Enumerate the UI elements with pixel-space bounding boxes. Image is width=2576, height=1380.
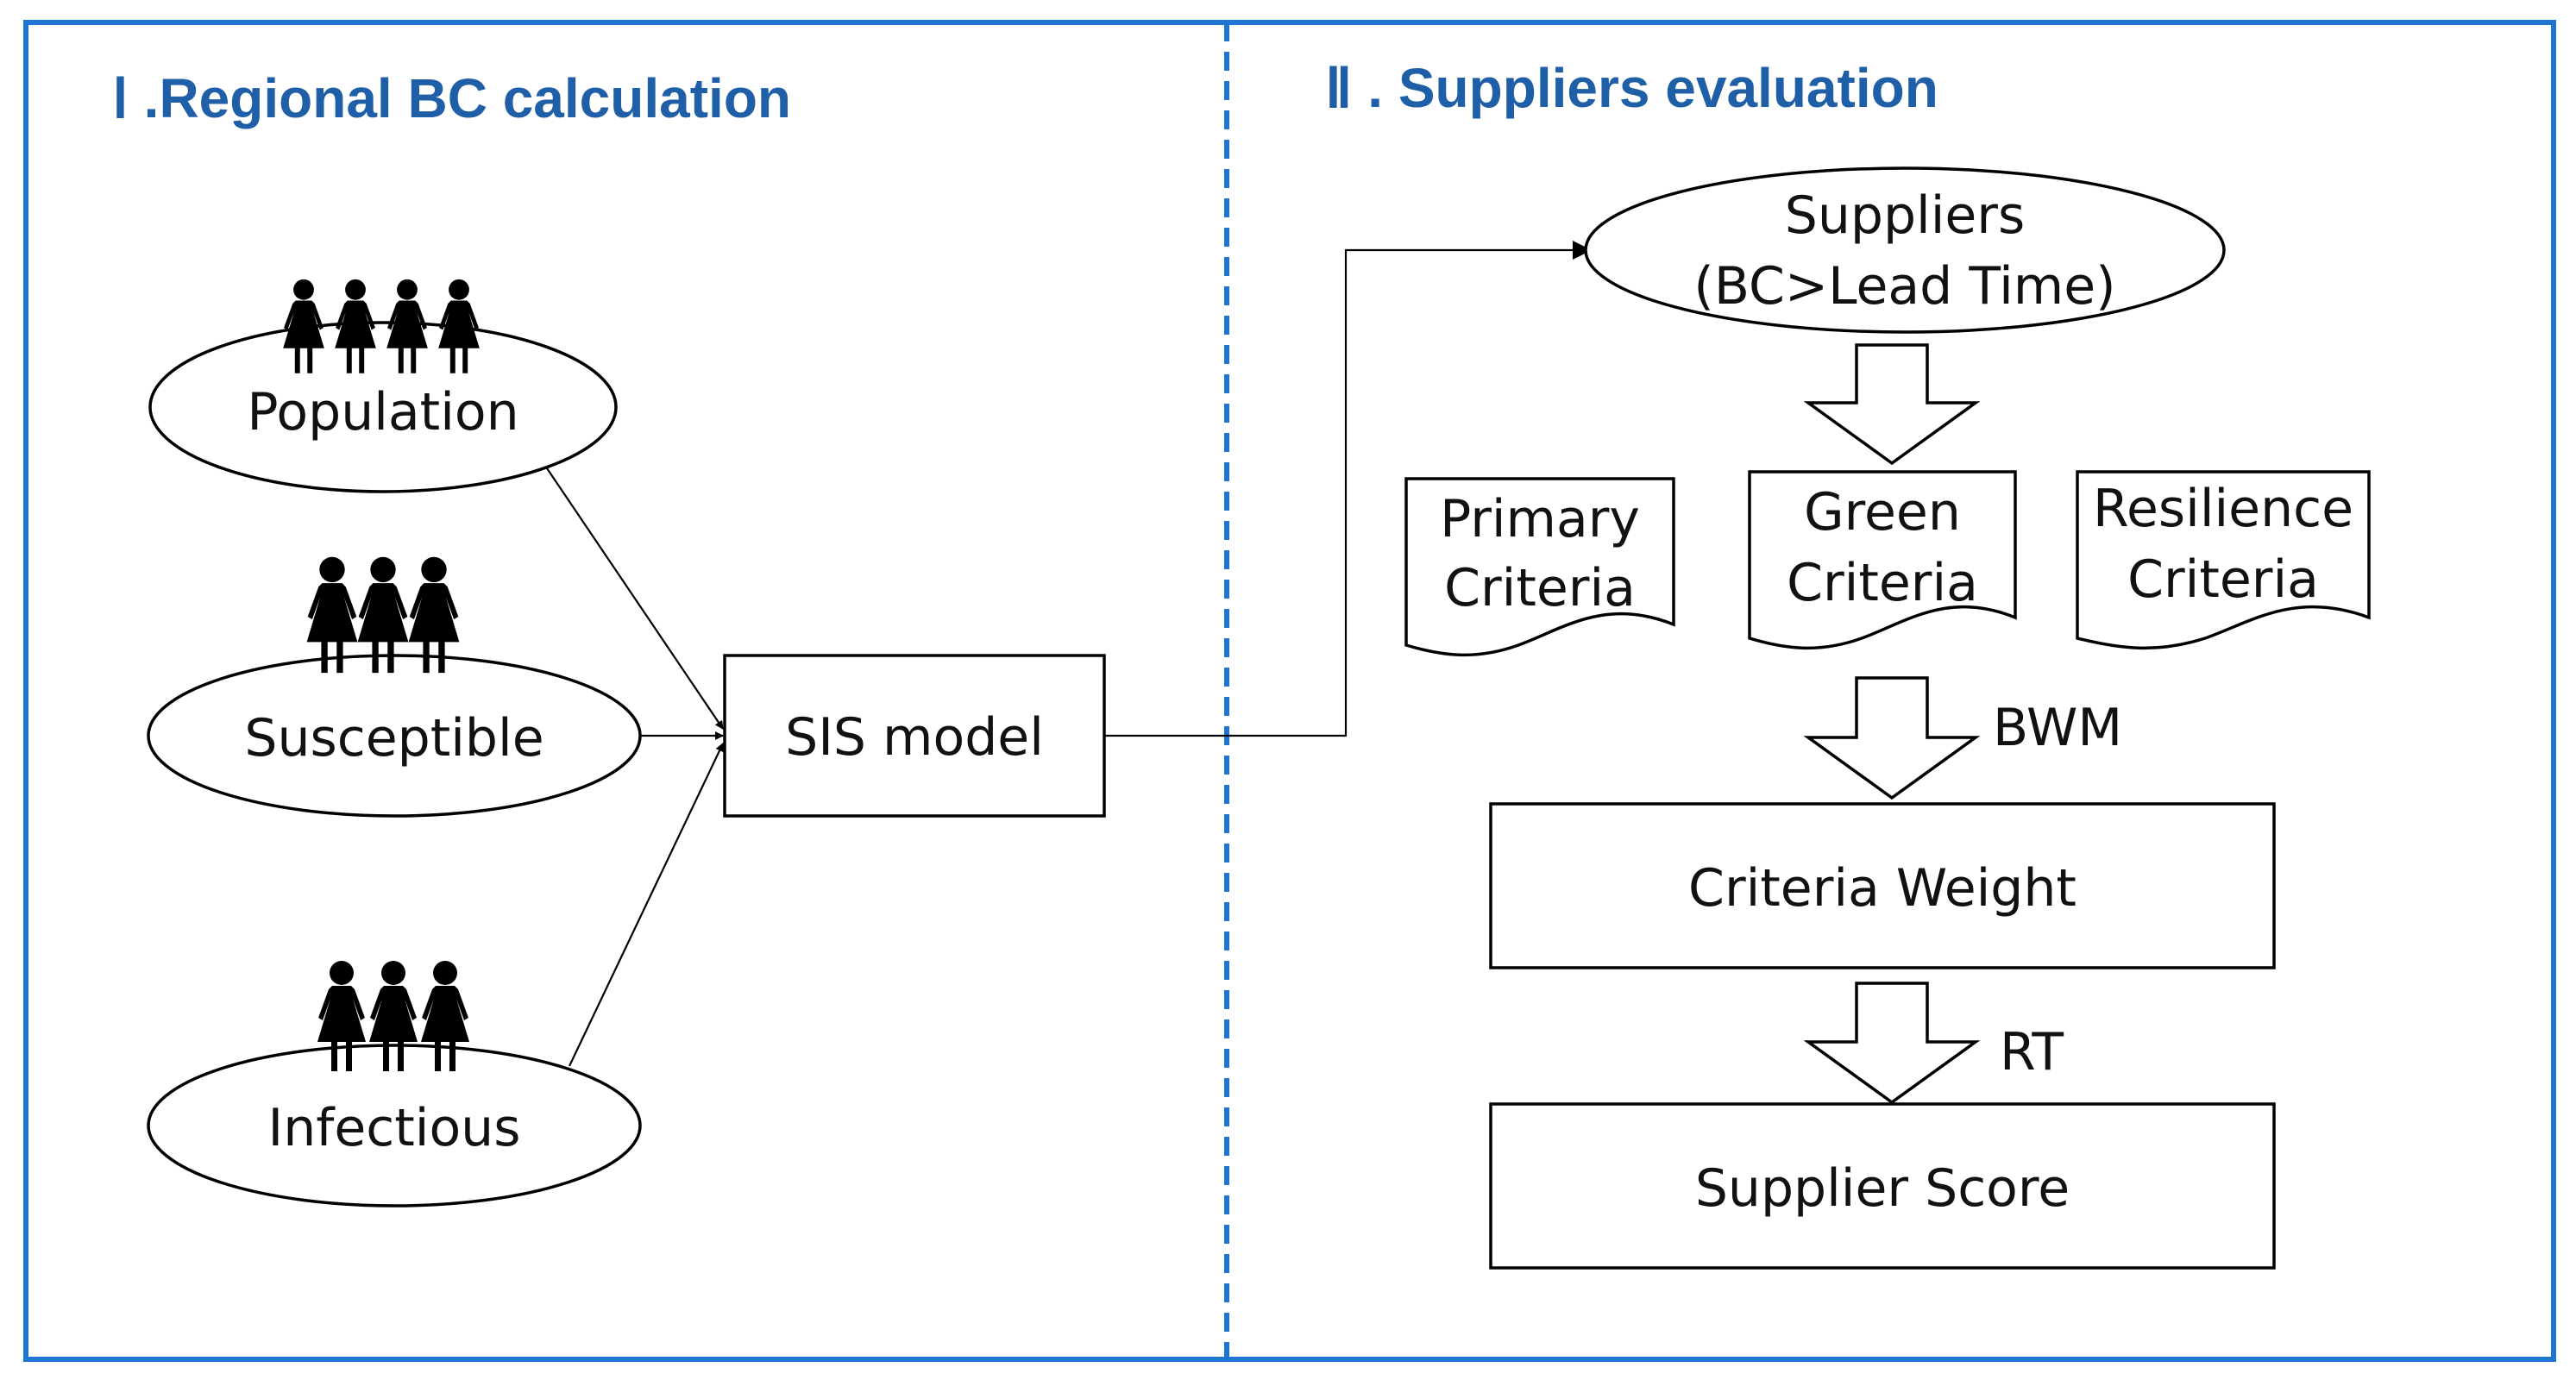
suppliers-label-line2: (BC>Lead Time) xyxy=(1693,256,2115,317)
primary-criteria-node: Primary Criteria xyxy=(1404,477,1675,657)
criteria-weight-box xyxy=(1489,802,2276,969)
infectious-label: Infectious xyxy=(268,1098,521,1158)
rt-label: RT xyxy=(2000,1022,2064,1082)
primary-criteria-label-line1: Primary xyxy=(1440,489,1640,549)
suppliers-label-line1: Suppliers xyxy=(1785,185,2025,246)
criteria-weight-node: Criteria Weight xyxy=(1489,802,2276,969)
susceptible-label: Susceptible xyxy=(244,708,543,768)
resilience-criteria-label-line2: Criteria xyxy=(2127,549,2319,610)
sis-to-suppliers-connector xyxy=(1104,241,1592,737)
bwm-block-arrow xyxy=(1803,676,1981,800)
green-criteria-document xyxy=(1748,470,2017,650)
susceptible-node: Susceptible xyxy=(147,556,642,818)
green-criteria-label-line1: Green xyxy=(1804,482,1961,543)
criteria-weight-label: Criteria Weight xyxy=(1688,858,2077,919)
block-arrow-down xyxy=(1803,343,1981,466)
sis-model-label: SIS model xyxy=(785,707,1044,768)
infectious-connector xyxy=(569,743,724,1067)
rt-block-arrow xyxy=(1803,982,1981,1105)
section1-title: Ⅰ .Regional BC calculation xyxy=(112,67,791,129)
supplier-score-node: Supplier Score xyxy=(1489,1102,2276,1270)
outer-frame xyxy=(23,20,2556,1362)
section2-title: Ⅱ . Suppliers evaluation xyxy=(1325,57,1938,119)
supplier-score-box xyxy=(1489,1102,2276,1270)
suppliers-node: Suppliers (BC>Lead Time) xyxy=(1584,166,2226,334)
resilience-criteria-node: Resilience Criteria xyxy=(2076,470,2371,650)
supplier-score-label: Supplier Score xyxy=(1695,1158,2070,1219)
resilience-criteria-label-line1: Resilience xyxy=(2093,479,2353,539)
population-node: Population xyxy=(148,279,618,493)
sis-model-node: SIS model xyxy=(723,654,1106,818)
resilience-criteria-document xyxy=(2076,470,2371,650)
sis-model-box xyxy=(723,654,1106,818)
primary-criteria-document xyxy=(1404,477,1675,657)
green-criteria-label-line2: Criteria xyxy=(1787,553,1978,613)
susceptible-ellipse xyxy=(147,654,642,818)
infectious-ellipse xyxy=(147,1044,642,1208)
population-ellipse xyxy=(148,321,618,493)
population-connector xyxy=(544,465,724,730)
primary-criteria-label-line2: Criteria xyxy=(1444,558,1636,618)
suppliers-ellipse xyxy=(1584,166,2226,334)
infectious-node: Infectious xyxy=(147,961,642,1208)
green-criteria-node: Green Criteria xyxy=(1748,470,2017,650)
bwm-label: BWM xyxy=(1993,698,2122,758)
population-label: Population xyxy=(247,382,518,442)
